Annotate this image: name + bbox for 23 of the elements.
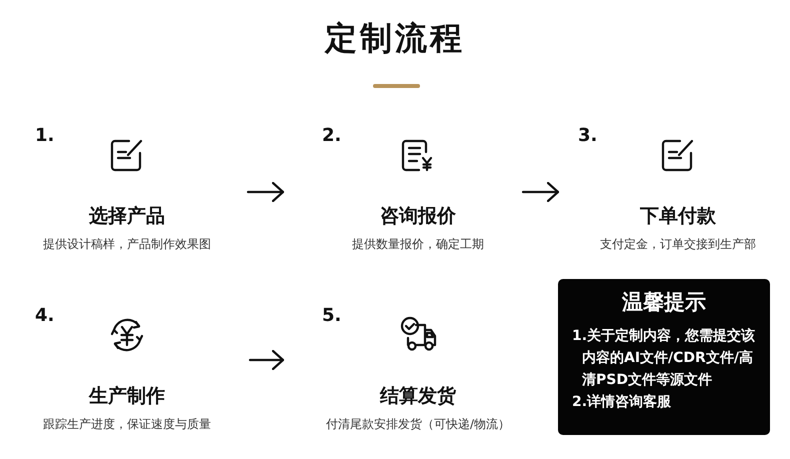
step-description: 跟踪生产进度，保证速度与质量 bbox=[43, 417, 211, 432]
step-title: 下单付款 bbox=[640, 205, 716, 227]
step-description: 提供设计稿样，产品制作效果图 bbox=[43, 237, 211, 252]
step-number: 2. bbox=[322, 126, 342, 146]
tip-text: 2.详情咨询客服 bbox=[572, 392, 672, 412]
panel-heading: 温馨提示 bbox=[620, 289, 707, 315]
step-title: 生产制作 bbox=[89, 385, 165, 407]
step-description: 付清尾款安排发货（可快递/物流） bbox=[326, 417, 510, 432]
step-title: 咨询报价 bbox=[380, 205, 456, 227]
arrow bbox=[246, 182, 284, 202]
step-description: 提供数量报价，确定工期 bbox=[352, 237, 484, 252]
arrow bbox=[248, 350, 284, 370]
step-number: 3. bbox=[578, 126, 598, 146]
step-title: 结算发货 bbox=[380, 385, 456, 407]
step-number: 4. bbox=[35, 306, 54, 326]
tip-text: 1.关于定制内容，您需提交该内容的AI文件/CDR文件/高清PSD文件等源文件 bbox=[572, 326, 756, 390]
tip-panel bbox=[558, 279, 770, 435]
step-number: 1. bbox=[35, 126, 54, 146]
step-title: 选择产品 bbox=[89, 205, 165, 227]
step-description: 支付定金，订单交接到生产部 bbox=[600, 237, 756, 252]
arrow bbox=[522, 182, 560, 202]
page-title: 定制流程 bbox=[325, 18, 465, 59]
step-number: 5. bbox=[322, 306, 342, 326]
